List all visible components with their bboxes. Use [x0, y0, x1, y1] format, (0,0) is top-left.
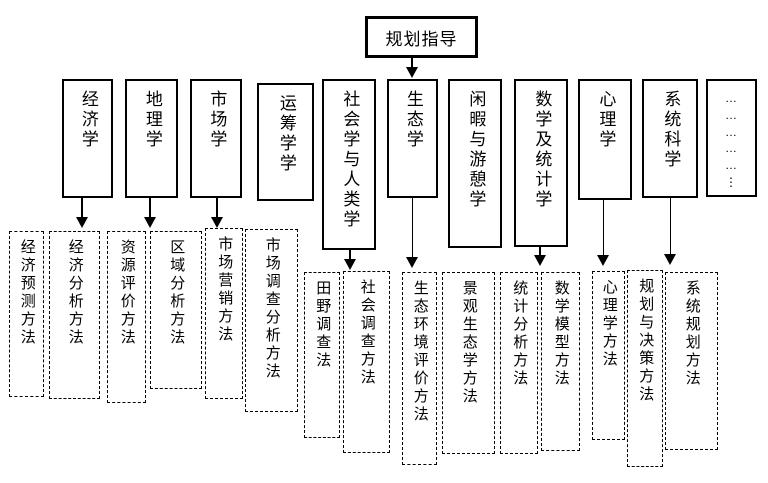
box-operations-research: 运筹学学	[257, 83, 314, 201]
arrowhead-icon	[534, 255, 546, 266]
arrowhead-icon	[344, 259, 356, 270]
geography-label: 地理学	[142, 90, 162, 150]
leisure-recreation-label: 闲暇与游憩学	[466, 90, 486, 210]
arrowhead-icon	[76, 217, 88, 228]
box-marketing-methods: 市场营销方法	[205, 228, 243, 399]
arrowhead-icon	[211, 217, 223, 228]
statistical-analysis-label: 统计分析方法	[511, 280, 529, 388]
box-statistical-analysis-methods: 统计分析方法	[500, 272, 538, 454]
economics-label: 经济学	[78, 90, 98, 150]
box-leisure-recreation: 闲暇与游憩学	[448, 79, 502, 248]
economic-forecasting-label: 经济预测方法	[18, 239, 36, 347]
box-economic-forecasting-methods: 经济预测方法	[9, 231, 44, 397]
system-planning-label: 系统规划方法	[683, 280, 701, 388]
arrow-geography	[144, 198, 156, 228]
systems-science-label: 系统科学	[661, 90, 681, 170]
box-market-survey-analysis-methods: 市场调查分析方法	[245, 229, 298, 412]
arrowhead-icon	[406, 67, 418, 78]
arrow-market-science	[211, 198, 223, 228]
marketing-methods-label: 市场营销方法	[216, 236, 234, 344]
box-ellipsis: … … … … … ⋮	[706, 79, 757, 197]
economic-analysis-label: 经济分析方法	[66, 239, 84, 347]
box-math-model-methods: 数学模型方法	[541, 272, 580, 451]
box-planning-decision-methods: 规划与决策方法	[627, 270, 663, 467]
psychology-label: 心理学	[596, 90, 616, 150]
operations-research-label: 运筹学学	[276, 94, 296, 174]
box-ecology: 生态学	[387, 79, 438, 198]
psychology-methods-label: 心理学方法	[600, 279, 618, 369]
arrowhead-icon	[597, 255, 609, 266]
box-field-survey-method: 田野调查法	[304, 272, 340, 438]
box-sociology-anthropology: 社会学与人类学	[322, 79, 376, 250]
box-social-survey-methods: 社会调查方法	[343, 271, 390, 453]
arrowhead-icon	[664, 254, 676, 265]
box-planning-guidance: 规划指导	[365, 16, 478, 58]
planning-decision-label: 规划与决策方法	[637, 278, 655, 404]
box-economic-analysis-methods: 经济分析方法	[49, 231, 100, 399]
arrow-sociology-anthropology	[344, 250, 356, 270]
sociology-anthropology-label: 社会学与人类学	[340, 90, 360, 230]
box-economics: 经济学	[62, 79, 113, 198]
math-model-label: 数学模型方法	[552, 280, 570, 388]
landscape-ecology-label: 景观生态学方法	[460, 280, 478, 406]
regional-analysis-label: 区域分析方法	[168, 239, 186, 347]
planning-guidance-label: 规划指导	[385, 29, 458, 49]
social-survey-label: 社会调查方法	[358, 279, 376, 387]
arrow-economics	[76, 198, 88, 228]
arrow-math-statistics	[534, 247, 546, 266]
box-system-planning-methods: 系统规划方法	[665, 272, 718, 450]
math-statistics-label: 数学及统计学	[532, 90, 552, 210]
resource-evaluation-label: 资源评价方法	[118, 239, 136, 347]
box-landscape-ecology-methods: 景观生态学方法	[442, 272, 495, 454]
arrow-systems-science	[664, 198, 676, 265]
box-math-statistics: 数学及统计学	[514, 79, 568, 247]
ellipsis-label: … … … … … ⋮	[725, 91, 738, 189]
arrow-psychology	[597, 200, 609, 266]
arrowhead-icon	[406, 257, 418, 268]
arrow-ecology	[406, 198, 418, 268]
eco-environment-evaluation-label: 生态环境评价方法	[411, 280, 429, 424]
box-psychology-methods: 心理学方法	[592, 271, 625, 440]
box-geography: 地理学	[125, 79, 178, 198]
market-science-label: 市场学	[207, 90, 227, 150]
arrowhead-icon	[144, 217, 156, 228]
box-eco-environment-evaluation-methods: 生态环境评价方法	[402, 272, 437, 465]
box-resource-evaluation-methods: 资源评价方法	[107, 231, 146, 403]
box-psychology: 心理学	[578, 79, 632, 200]
arrow-root-to-ecology	[406, 58, 418, 78]
field-survey-label: 田野调查法	[314, 280, 332, 370]
box-regional-analysis-methods: 区域分析方法	[150, 231, 202, 389]
ecology-label: 生态学	[403, 90, 423, 150]
box-market-science: 市场学	[190, 79, 242, 198]
market-survey-analysis-label: 市场调查分析方法	[263, 237, 281, 381]
box-systems-science: 系统科学	[642, 79, 698, 198]
